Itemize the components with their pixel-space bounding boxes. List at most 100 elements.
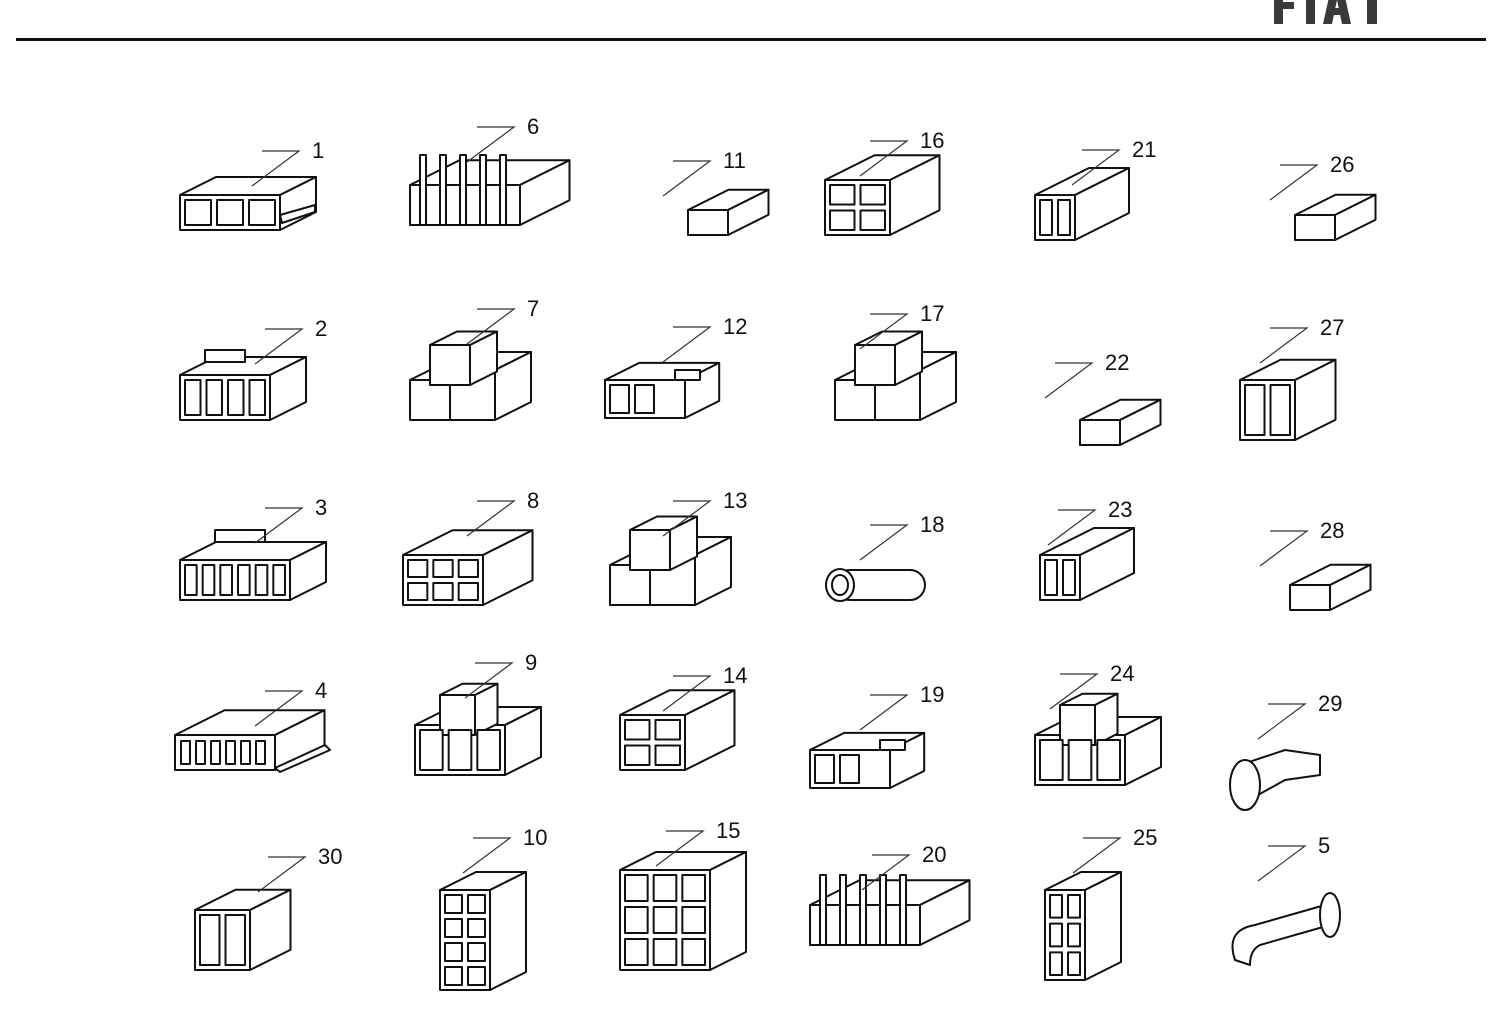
connector-drawing <box>174 690 331 773</box>
connector-drawing <box>409 126 571 226</box>
connector-number: 16 <box>920 128 945 153</box>
connector-item <box>610 830 810 980</box>
connector-item <box>405 126 605 285</box>
connector-item <box>1030 509 1230 660</box>
connector-drawing <box>619 675 736 771</box>
leader-line <box>859 313 909 350</box>
leader-line <box>1047 509 1097 546</box>
leader-line <box>466 500 516 537</box>
connector-drawing <box>1229 703 1321 811</box>
connector-drawing <box>824 140 941 236</box>
leader-line <box>662 500 712 537</box>
connector-drawing <box>1231 845 1341 966</box>
connector-number: 7 <box>527 296 540 321</box>
connector-number: 9 <box>525 650 538 675</box>
leader-line <box>662 675 712 712</box>
connector-drawing <box>834 313 957 421</box>
leader-line <box>859 524 909 561</box>
connector-drawing <box>179 150 317 231</box>
connector-drawing <box>1239 327 1337 441</box>
connector-drawing <box>609 500 732 606</box>
connector-drawing <box>179 328 307 421</box>
leader-line <box>254 507 304 544</box>
connector-item <box>398 500 598 655</box>
connector-drawing <box>1259 530 1372 611</box>
connector-item <box>610 675 810 830</box>
connector-item <box>830 313 1030 470</box>
leader-line <box>861 854 911 891</box>
connector-number: 29 <box>1318 691 1343 716</box>
connector-number: 19 <box>920 682 945 707</box>
connector-number: 30 <box>318 844 343 869</box>
connector-number: 22 <box>1105 350 1130 375</box>
leader-line <box>859 140 909 177</box>
connector-drawing <box>662 160 770 236</box>
connector-number: 5 <box>1318 833 1331 858</box>
connector-number: 12 <box>723 314 748 339</box>
connector-item <box>1035 837 1235 990</box>
connector-item <box>1230 530 1430 680</box>
connector-drawing <box>809 694 926 789</box>
connector-item <box>628 155 828 305</box>
connector-number: 4 <box>315 678 328 703</box>
connector-number: 8 <box>527 488 540 513</box>
connector-number: 6 <box>527 114 540 139</box>
connector-item <box>405 308 605 470</box>
leader-line <box>662 160 712 197</box>
connector-item <box>430 837 630 991</box>
leader-line <box>1044 362 1094 399</box>
connector-number: 10 <box>523 825 548 850</box>
connector-number: 14 <box>723 663 748 688</box>
connector-drawing <box>604 326 721 419</box>
connector-item <box>605 500 805 655</box>
connector-item <box>805 694 1005 850</box>
leader-line <box>462 837 512 874</box>
connector-drawing <box>1039 509 1135 601</box>
connector-number: 25 <box>1133 825 1158 850</box>
connector-number: 2 <box>315 316 328 341</box>
leader-line <box>1259 327 1309 364</box>
connector-drawing <box>402 500 534 606</box>
leader-line <box>464 662 514 699</box>
connector-drawing <box>1044 837 1122 981</box>
leader-line <box>257 856 307 893</box>
connector-number: 24 <box>1110 661 1135 686</box>
connector-item <box>170 320 370 470</box>
leader-line <box>254 690 304 727</box>
connector-drawing <box>619 830 747 971</box>
leader-line <box>1071 149 1121 186</box>
connector-drawing <box>809 854 971 946</box>
connector-item <box>1020 362 1220 515</box>
connector-item <box>1215 845 1415 1000</box>
connector-item <box>815 520 1015 670</box>
leader-line <box>1269 164 1319 201</box>
leader-line <box>466 308 516 345</box>
connector-item <box>1235 160 1435 310</box>
connector-item <box>805 854 1005 1005</box>
leader-line <box>1049 673 1099 710</box>
connector-drawing <box>825 524 926 602</box>
connector-drawing <box>1044 362 1162 446</box>
connector-number: 13 <box>723 488 748 513</box>
leader-line <box>1257 845 1307 882</box>
connector-number: 26 <box>1330 152 1355 177</box>
connector-number: 23 <box>1108 497 1133 522</box>
leader-line <box>655 830 705 867</box>
connector-number: 1 <box>312 138 325 163</box>
connector-drawing <box>409 308 532 421</box>
connector-number: 17 <box>920 301 945 326</box>
connector-number: 28 <box>1320 518 1345 543</box>
connector-drawing <box>1269 164 1377 241</box>
connector-item <box>185 856 385 1010</box>
leader-line <box>662 326 712 363</box>
connector-number: 21 <box>1132 137 1157 162</box>
connector-drawing <box>414 662 542 776</box>
connector-item <box>170 150 370 300</box>
connector-number: 11 <box>723 148 746 173</box>
leader-line <box>1257 703 1307 740</box>
connector-item <box>1025 673 1225 825</box>
connector-item <box>170 500 370 650</box>
connector-drawing <box>1034 673 1162 786</box>
connector-number: 15 <box>716 818 741 843</box>
